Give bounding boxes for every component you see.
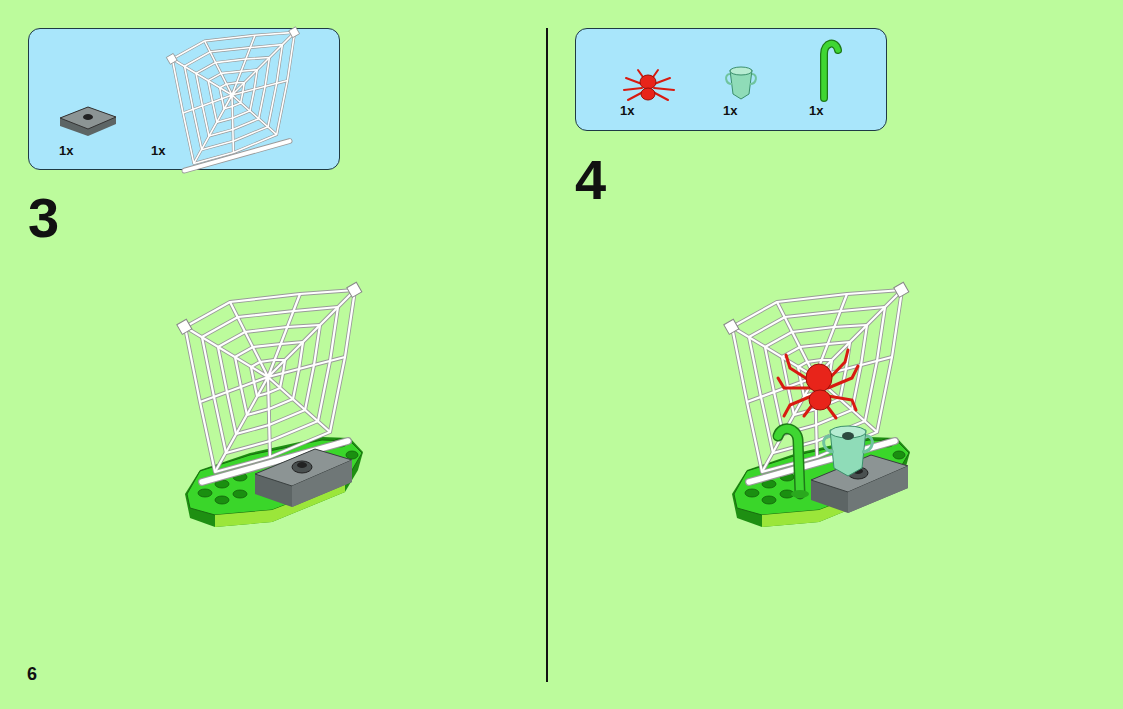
part-quantity: 1x — [809, 104, 823, 118]
step-number: 4 — [575, 152, 606, 208]
parts-callout-box: 1x 1x — [28, 28, 340, 170]
page-number: 6 — [27, 665, 37, 683]
cup — [824, 426, 873, 476]
part-quantity: 1x — [620, 104, 634, 118]
part-quantity: 1x — [59, 144, 73, 158]
plant-stem — [778, 429, 809, 498]
spider — [778, 350, 858, 418]
part-quantity: 1x — [151, 144, 165, 158]
parts-callout-box: 1x 1x 1x — [575, 28, 887, 131]
part-quantity: 1x — [723, 104, 737, 118]
step-number: 3 — [28, 190, 59, 246]
